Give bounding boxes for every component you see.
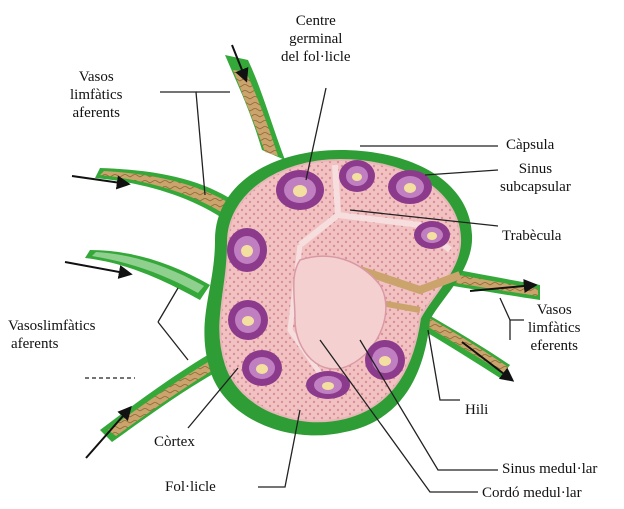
label-follicle: Fol·licle [165, 478, 216, 496]
follicle-1 [276, 170, 324, 210]
label-sinus-medullar: Sinus medul·lar [502, 460, 597, 478]
follicle-7 [242, 350, 282, 386]
label-capsula: Càpsula [506, 136, 554, 154]
follicle-6 [228, 300, 268, 340]
follicle-5 [414, 221, 450, 249]
label-cortex: Còrtex [154, 433, 195, 451]
label-sinus-subcapsular: Sinus subcapsular [500, 160, 571, 196]
follicle-2 [339, 160, 375, 192]
afferent-vessel-left [65, 250, 210, 300]
label-vasos-aferents-top: Vasos limfàtics aferents [70, 68, 123, 122]
leader-eferents-1 [500, 298, 524, 320]
afferent-vessel-top [225, 45, 285, 160]
label-trabecula: Trabècula [502, 227, 561, 245]
leader-sinus-subcapsular [425, 170, 498, 175]
follicle-8 [306, 371, 350, 399]
leader-aferents-left-2 [158, 322, 188, 360]
label-vasos-eferents: Vasos limfàtics eferents [528, 301, 581, 355]
follicle-9 [365, 340, 405, 380]
label-cordo-medullar: Cordó medul·lar [482, 484, 582, 502]
follicle-4 [227, 228, 267, 272]
label-hili: Hili [465, 401, 488, 419]
leader-aferents-left-1 [158, 288, 178, 322]
label-vasos-aferents-left: Vasoslimfàtics aferents [8, 317, 96, 353]
afferent-vessel-upper-left [72, 168, 240, 222]
label-centre-germinal: Centre germinal del fol·licle [281, 12, 351, 66]
